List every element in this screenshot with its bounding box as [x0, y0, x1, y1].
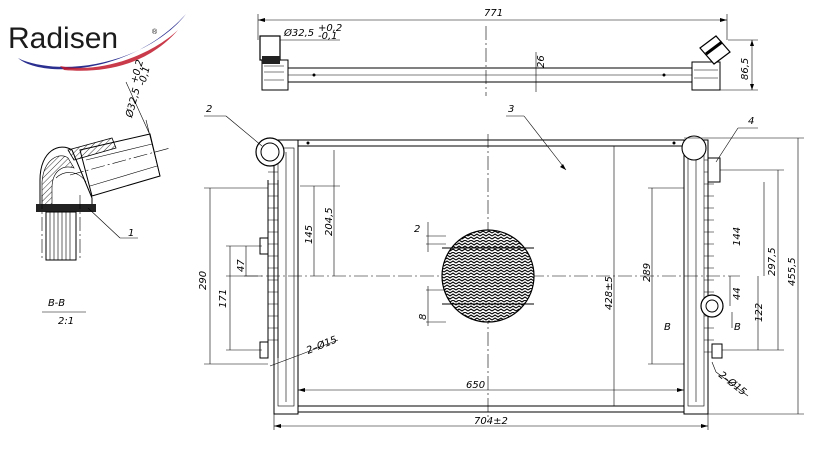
section-outlet-dim: Ø32,5: [123, 87, 143, 120]
left-dim-290: 290: [198, 271, 209, 290]
mid-dim-144: 144: [732, 227, 743, 246]
mid-dim-289: 289: [642, 263, 653, 282]
left-dim-171: 171: [218, 289, 229, 308]
fin-pitch: 2: [414, 224, 420, 235]
top-pipe-dim: Ø32,5: [283, 27, 314, 39]
left-tank-ribs: [267, 152, 287, 402]
brand-trademark: ®: [152, 28, 158, 36]
right-dim-297-5: 297,5: [767, 247, 778, 276]
brand-logo: Radisen ®: [8, 14, 186, 71]
top-height: 86,5: [740, 58, 751, 80]
callout-2: 2: [206, 104, 212, 115]
section-callout-1: 1: [128, 228, 134, 239]
callout-4: 4: [748, 116, 754, 127]
overall-width: 704±2: [474, 416, 508, 427]
top-overall-width: 771: [484, 8, 503, 19]
top-depth: 26: [536, 55, 547, 68]
mid-dim-122: 122: [754, 303, 765, 322]
hole-right: 2–Ø15: [716, 369, 749, 398]
hole-left: 2–Ø15: [305, 334, 339, 357]
logo-swoosh-accent: [60, 30, 178, 71]
top-view: 771 Ø32,5 +0,2 -0,1 26 86,5: [257, 8, 758, 96]
section-mark-right: B: [734, 322, 741, 333]
section-label: B-B: [48, 298, 65, 309]
section-mark-left: B: [664, 322, 671, 333]
right-tank-ribs: [695, 152, 714, 402]
inner-dim-145: 145: [304, 225, 315, 244]
left-dim-47: 47: [236, 259, 247, 272]
mid-dim-44: 44: [732, 287, 743, 300]
top-tol-plus: +0,2: [318, 23, 342, 34]
core-height: 428±5: [604, 276, 615, 310]
fin-height: 8: [418, 314, 429, 320]
section-tol-minus: -0,1: [137, 65, 153, 87]
top-tol-minus: -0,1: [318, 31, 338, 42]
core-width: 650: [466, 380, 485, 391]
inner-dim-204-5: 204,5: [324, 207, 335, 236]
callout-3: 3: [508, 104, 514, 115]
right-dim-455-5: 455,5: [787, 257, 798, 286]
brand-name: Radisen: [8, 22, 118, 55]
section-view-bb: Ø32,5 +0,2 -0,1 1 B-B 2:1: [36, 59, 171, 327]
section-scale: 2:1: [58, 316, 74, 327]
front-view: 2 8 290 47 171 145 204,5: [198, 104, 804, 430]
